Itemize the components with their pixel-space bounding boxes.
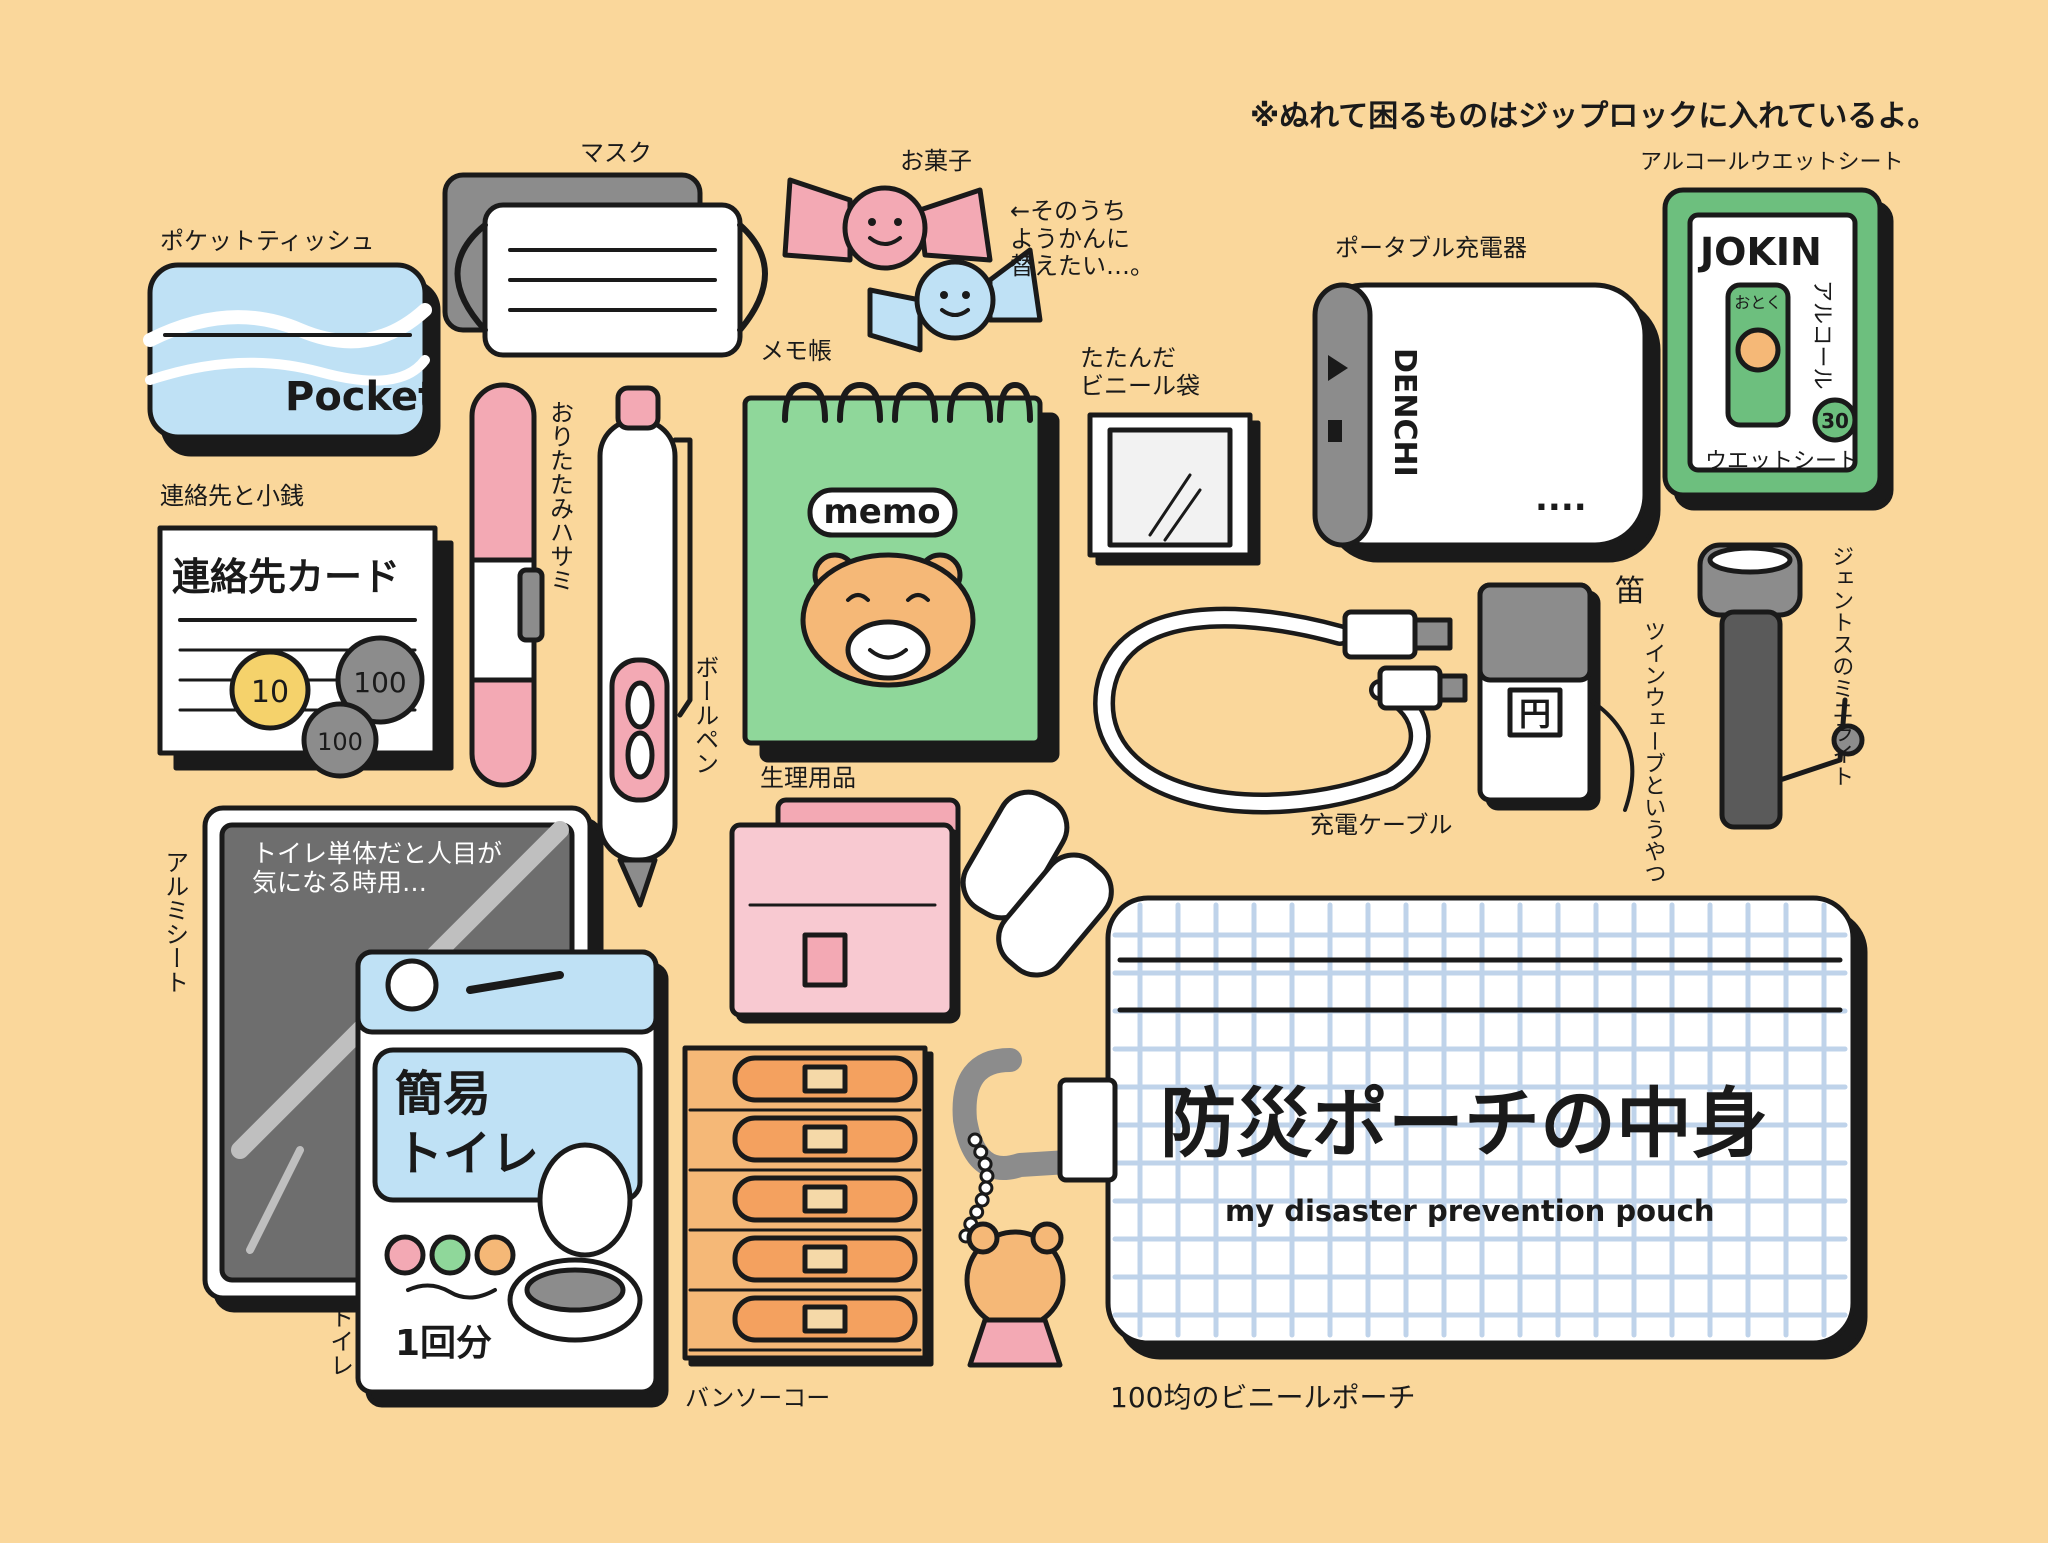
flashlight-label: ジェントスのミニライト [1828,545,1854,787]
bandage-pad [802,1184,848,1214]
flashlight-icon [1697,542,1865,830]
memo-pad-icon: memo [742,382,1060,763]
coin-3: 100 [317,728,363,756]
whistle-icon: 円 [1477,582,1635,812]
charger-dots: .... [1535,479,1587,519]
bandage-pad [802,1124,848,1154]
keychain-bead [973,1144,989,1160]
charger-print: DENCHI [1387,348,1422,477]
wet-sheet-side-text: アルコール [1809,280,1834,390]
scissors-label: おりたたみハサミ [545,400,574,592]
sanitary-icon [729,789,1114,1024]
memo-label: メモ帳 [760,337,832,365]
toilet-label: トイレ [325,1305,354,1377]
wet-sheet-bottom-text: ウエットシート [1705,449,1859,474]
contact-money-label: 連絡先と小銭 [160,482,304,510]
vinyl-bag-label: たたんだ ビニール袋 [1080,344,1200,400]
whistle-label: 笛 [1615,574,1645,609]
vinyl-bag-icon [1087,412,1261,566]
wet-sheet-count: 30 [1821,409,1849,433]
scissors-icon [469,382,545,788]
coins-icon: 10 100 100 [229,635,425,779]
alumi-sheet-label: アルミシート [160,850,189,994]
coin-1: 10 [251,675,289,710]
coin-2: 100 [353,666,406,699]
toilet-pkg-count: 1回分 [395,1323,492,1364]
pouch-icon [952,895,1868,1368]
whistle-sub-label: ツインウェーブというやつ [1640,620,1666,884]
keychain-bead [967,1132,983,1148]
keychain-bead [974,1192,990,1208]
toilet-pkg-icon: 簡易 トイレ 1回分 [355,949,669,1408]
wet-sheet-label: アルコールウエットシート [1640,150,1904,175]
pouch-label: 100均のビニールポーチ [1110,1381,1416,1414]
sanitary-label: 生理用品 [760,764,856,792]
keychain-bead [969,1204,985,1220]
wet-sheet-brand: JOKIN [1697,230,1822,274]
memo-cover-text: memo [823,492,940,532]
mask-icon [442,172,768,358]
mask-label: マスク [580,139,652,167]
bandage-pad [802,1304,848,1334]
bandage-label: バンソーコー [685,1384,831,1412]
pocket-tissue-icon: Pocket [143,262,441,457]
keychain-bead [977,1156,993,1172]
wet-sheet-badge: おとく [1734,293,1782,312]
pouch-subtitle: my disaster prevention pouch [1225,1194,1715,1228]
toilet-pkg-line1: 簡易 [395,1066,491,1122]
bandage-icon [682,1045,934,1367]
keychain-bead [978,1180,994,1196]
pouch-title: 防災ポーチの中身 [1160,1079,1768,1168]
ballpen-icon [597,385,693,908]
ziploc-note: ※ぬれて困るものはジップロックに入れているよ。 [1250,99,1938,134]
portable-charger-icon: DENCHI .... [1312,282,1661,563]
wet-sheet-icon: JOKIN おとく 30 アルコール ウエットシート [1662,187,1894,511]
toilet-pkg-line2: トイレ [395,1126,539,1182]
sweets-note: ←そのうち ようかんに 替えたい…。 [1010,197,1154,281]
charger-label: ポータブル充電器 [1335,234,1527,262]
alumi-sheet-note: トイレ単体だと人目が 気になる時用… [252,839,503,897]
bandage-pad [802,1064,848,1094]
cable-icon [1093,606,1468,815]
candy-icon [782,177,1043,353]
pocket-tissue-print: Pocket [285,374,437,420]
bandage-pad [802,1244,848,1274]
ballpen-label: ボールペン [690,655,719,775]
cable-label: 充電ケーブル [1310,811,1453,839]
sweets-label: お菓子 [900,147,972,175]
keychain-bead [979,1168,995,1184]
pocket-tissue-label: ポケットティッシュ [160,227,375,255]
contact-card-title: 連絡先カード [172,555,400,599]
whistle-mark: 円 [1519,695,1551,733]
